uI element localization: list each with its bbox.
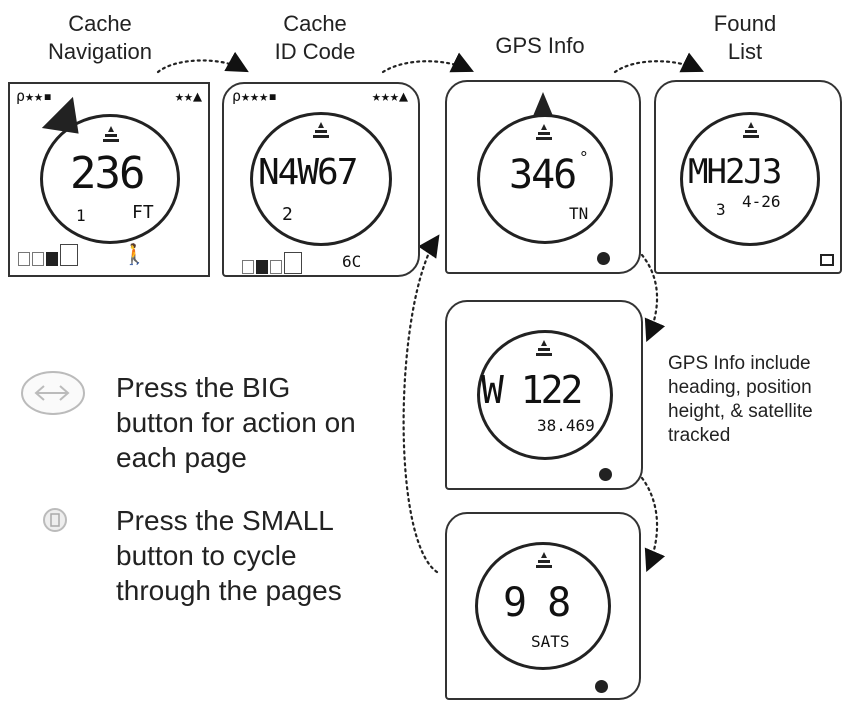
arrow-nav-to-id [156,51,249,74]
label-cache-navigation: Cache Navigation [40,10,160,66]
legend-line: button to cycle [116,540,297,571]
legend-line: through the pages [116,575,342,606]
satellite-count-value: 9 8 [503,580,571,626]
big-button-legend: Press the BIG button for action on each … [116,370,356,475]
arrow-gps2-to-gps3 [640,476,666,573]
label-gps-info: GPS Info [480,32,600,60]
corner-code: 6C [342,252,362,271]
gps-info-note: GPS Info include heading, position heigh… [668,352,850,448]
id-sub-value: 2 [282,204,293,225]
cache-id-value: N4W67 [258,152,358,193]
screen-gps-info-satellites: 9 8 SATS [445,512,641,700]
cache-tower-icon [310,120,332,147]
screen-cache-navigation: ρ★★▪ ★★▲ 236 FT 1 🚶 [8,82,210,277]
satellite-dot-icon [599,468,612,481]
legend-line: Press the BIG [116,372,291,403]
distance-unit: FT [132,202,154,223]
heading-value: 346 [509,152,577,198]
arrow-gps-to-found [613,52,704,74]
screen-cache-id-code: ρ★★★▪ ★★★▲ N4W67 2 6C [222,82,420,277]
note-line: height, & satellite [668,401,813,422]
arrow-gps1-to-gps2 [640,253,666,343]
screen-found-list: MH2J3 3 4-26 [654,80,842,274]
cache-tower-icon [533,550,555,577]
note-line: heading, position [668,377,812,398]
cache-tower-icon [533,122,555,149]
dial-ring [477,114,613,244]
north-pointer-icon [533,92,553,116]
top-left-indicator: ρ★★▪ [16,87,53,105]
small-button-icon [42,507,68,538]
distance-value: 236 [70,148,145,199]
dial-ring [250,112,392,246]
longitude-minutes: 38.469 [537,416,595,435]
satellite-dot-icon [597,252,610,265]
arrow-id-to-gps [381,52,474,74]
dial-ring [475,542,611,670]
label-line: Found [713,11,777,36]
cache-tower-icon [740,120,762,147]
label-line: Navigation [48,39,152,64]
nav-sub-value: 1 [76,206,86,225]
degree-symbol: ° [579,148,589,167]
legend-line: Press the SMALL [116,505,334,536]
screen-gps-info-position: W 122 38.469 [445,300,643,490]
label-line: List [727,39,763,64]
walker-icon: 🚶 [122,242,147,266]
dial-ring [680,112,820,246]
satellite-dot-icon [595,680,608,693]
small-button-legend: Press the SMALL button to cycle through … [116,503,342,608]
cache-tower-icon [533,338,555,365]
found-list-icon [820,254,834,266]
label-cache-id-code: Cache ID Code [255,10,375,66]
arrow-gps3-back-to-gps1 [402,234,440,574]
legend-line: button for action on [116,407,356,438]
screen-gps-info-heading: 346 ° TN [445,80,641,274]
dial-ring [477,330,613,460]
top-right-indicator: ★★▲ [174,87,202,105]
legend-line: each page [116,442,247,473]
cache-tower-icon [100,124,122,151]
dial-ring [40,114,180,244]
top-left-indicator: ρ★★★▪ [232,87,278,105]
label-line: ID Code [274,39,356,64]
page-indicator [242,252,302,274]
heading-unit: TN [569,204,589,223]
note-line: tracked [668,425,731,446]
satellite-unit: SATS [531,632,570,651]
big-button-icon [18,368,88,423]
found-id-value: MH2J3 [688,152,782,192]
found-date: 4-26 [742,192,781,211]
page-indicator [18,244,78,266]
note-line: GPS Info include [668,353,811,374]
label-line: Cache [283,11,347,36]
label-line: Cache [68,11,132,36]
label-line: GPS Info [495,33,585,58]
longitude-value: W 122 [481,368,583,412]
label-found-list: Found List [685,10,805,66]
found-sub-value: 3 [716,200,726,219]
top-right-indicator: ★★★▲ [371,87,408,105]
